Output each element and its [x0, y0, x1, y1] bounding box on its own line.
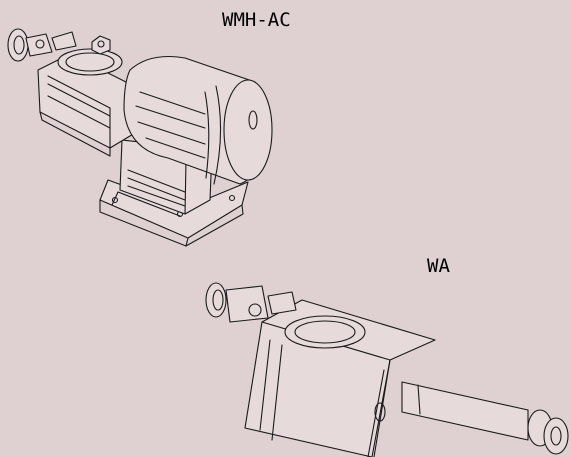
- wa-knob: [205, 282, 297, 323]
- wmh-ac-cylinder: [123, 55, 273, 185]
- wmh-ac-knob: [7, 28, 111, 62]
- wa-shaft: [401, 381, 569, 455]
- model-label-wa: WA: [427, 255, 450, 277]
- model-label-wmh-ac: WMH-AC: [222, 9, 291, 31]
- wa-body: [244, 299, 436, 457]
- device-wmh-ac: [7, 28, 273, 247]
- device-wa: [205, 282, 569, 457]
